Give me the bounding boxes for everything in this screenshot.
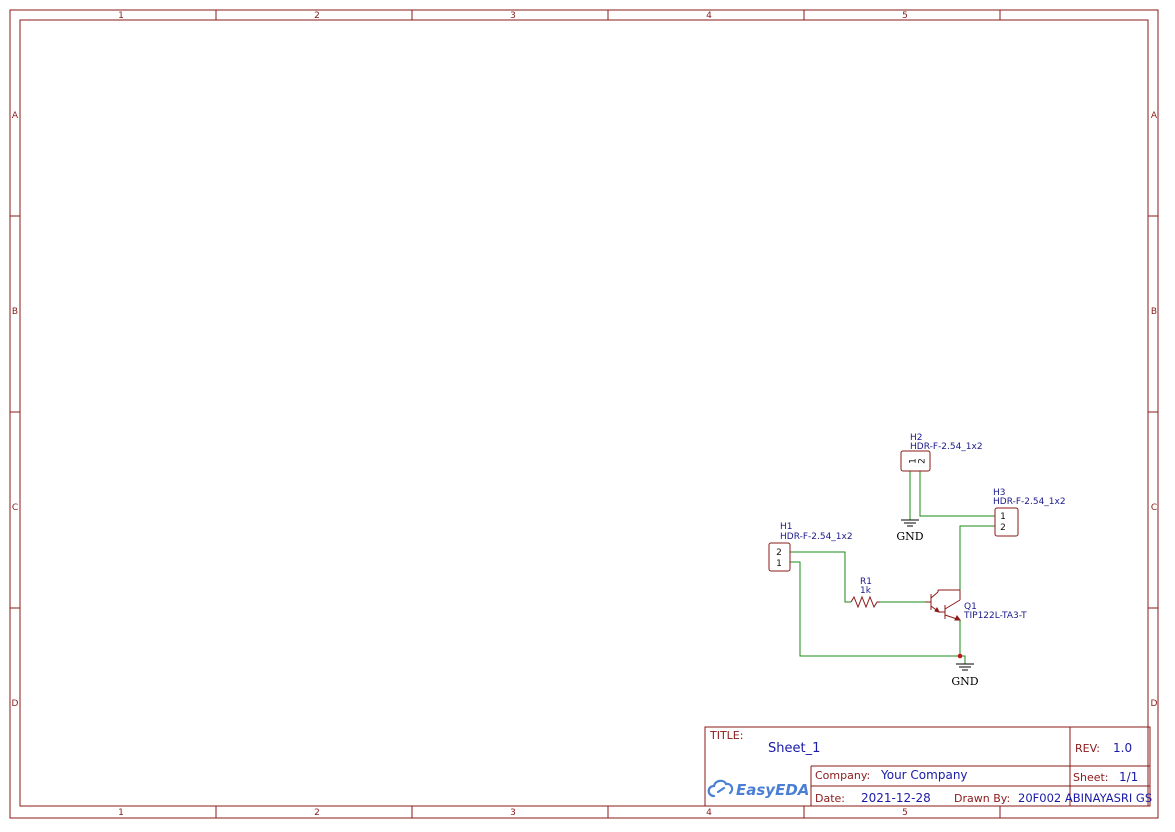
q1-ref: Q1 xyxy=(964,602,977,612)
h2-value: HDR-F-2.54_1x2 xyxy=(910,442,983,452)
sheet-label: Sheet: xyxy=(1073,771,1109,784)
rev-label: REV: xyxy=(1075,742,1100,755)
h2-body xyxy=(900,450,931,472)
outer-frame xyxy=(9,9,1159,819)
title-label: TITLE: xyxy=(709,729,743,742)
wire-h1-pin1-gnd-rail[interactable] xyxy=(790,561,960,657)
row-dividers xyxy=(10,215,1158,609)
h1-pin-2: 2 xyxy=(776,548,782,558)
row-label-right-d: D xyxy=(1151,699,1158,709)
row-labels: A B C D A B C D xyxy=(12,111,1158,709)
component-h1[interactable]: H1 HDR-F-2.54_1x2 2 1 xyxy=(768,522,853,572)
wire-h2-pin2-h3-pin1[interactable] xyxy=(919,471,995,517)
gnd-label-top: GND xyxy=(896,530,923,543)
col-label-top-1: 1 xyxy=(118,11,124,21)
row-label-left-c: C xyxy=(12,503,18,513)
r1-value: 1k xyxy=(860,586,872,596)
title-block: TITLE: Sheet_1 REV: 1.0 Company: Your Co… xyxy=(704,726,1152,807)
inner-frame xyxy=(19,19,1149,807)
ground-icon xyxy=(956,663,974,671)
col-label-top-2: 2 xyxy=(314,11,320,21)
col-label-bottom-2: 2 xyxy=(314,808,320,818)
date-label: Date: xyxy=(815,792,845,805)
ground-icon xyxy=(901,519,919,527)
row-label-right-c: C xyxy=(1151,503,1157,513)
column-labels: 1 2 3 4 5 1 2 3 4 5 xyxy=(118,11,908,818)
gnd-label-bottom: GND xyxy=(951,675,978,688)
junction-dot xyxy=(957,653,963,659)
company-value: Your Company xyxy=(880,768,968,782)
h3-ref: H3 xyxy=(993,488,1006,498)
darlington-transistor-icon xyxy=(925,589,961,621)
row-label-left-a: A xyxy=(12,111,19,121)
component-h3[interactable]: H3 HDR-F-2.54_1x2 1 2 xyxy=(993,488,1066,537)
drawn-by-label: Drawn By: xyxy=(954,792,1010,805)
col-label-top-3: 3 xyxy=(510,11,516,21)
h3-value: HDR-F-2.54_1x2 xyxy=(993,497,1066,507)
drawn-by-value: 20F002 ABINAYASRI GS xyxy=(1018,791,1152,805)
date-value: 2021-12-28 xyxy=(861,791,931,805)
col-label-bottom-5: 5 xyxy=(902,808,908,818)
row-label-right-a: A xyxy=(1151,111,1158,121)
h1-pin-1: 1 xyxy=(776,559,782,569)
q1-value: TIP122L-TA3-T xyxy=(963,611,1027,621)
gnd-symbol-top[interactable]: GND xyxy=(896,519,924,543)
easyeda-logo: EasyEDA xyxy=(707,779,809,799)
h1-ref: H1 xyxy=(780,522,793,532)
r1-ref: R1 xyxy=(860,577,872,587)
component-q1[interactable]: Q1 TIP122L-TA3-T xyxy=(925,589,1027,621)
wires xyxy=(790,471,995,664)
h1-body xyxy=(768,542,791,572)
wire-q1-emitter-gnd[interactable] xyxy=(959,620,966,664)
row-label-right-b: B xyxy=(1151,307,1157,317)
h1-value: HDR-F-2.54_1x2 xyxy=(780,532,853,542)
sheet-value: 1/1 xyxy=(1119,770,1138,784)
h2-ref: H2 xyxy=(910,433,923,443)
col-label-top-5: 5 xyxy=(902,11,908,21)
col-label-top-4: 4 xyxy=(706,11,712,21)
row-label-left-b: B xyxy=(12,307,18,317)
wire-h3-pin2-q1-collector[interactable] xyxy=(959,525,995,590)
wire-h1-pin2-r1[interactable] xyxy=(790,551,851,603)
h3-body xyxy=(994,507,1019,537)
resistor-zigzag-icon xyxy=(850,595,880,609)
col-label-bottom-1: 1 xyxy=(118,808,124,818)
cloud-icon xyxy=(707,779,734,798)
h2-pin-1: 1 xyxy=(909,458,919,464)
component-r1[interactable]: R1 1k xyxy=(850,577,880,609)
company-label: Company: xyxy=(815,769,870,782)
h2-pin-2: 2 xyxy=(918,458,928,464)
col-label-bottom-4: 4 xyxy=(706,808,712,818)
col-label-bottom-3: 3 xyxy=(510,808,516,818)
h3-pin-1: 1 xyxy=(1000,512,1006,522)
rev-value: 1.0 xyxy=(1113,741,1132,755)
h3-pin-2: 2 xyxy=(1000,523,1006,533)
row-label-left-d: D xyxy=(12,699,19,709)
title-value: Sheet_1 xyxy=(768,741,820,756)
component-h2[interactable]: H2 HDR-F-2.54_1x2 1 2 xyxy=(900,433,983,472)
gnd-symbol-bottom[interactable]: GND xyxy=(951,663,979,688)
easyeda-logo-text: EasyEDA xyxy=(736,781,809,799)
column-dividers xyxy=(215,10,1001,818)
